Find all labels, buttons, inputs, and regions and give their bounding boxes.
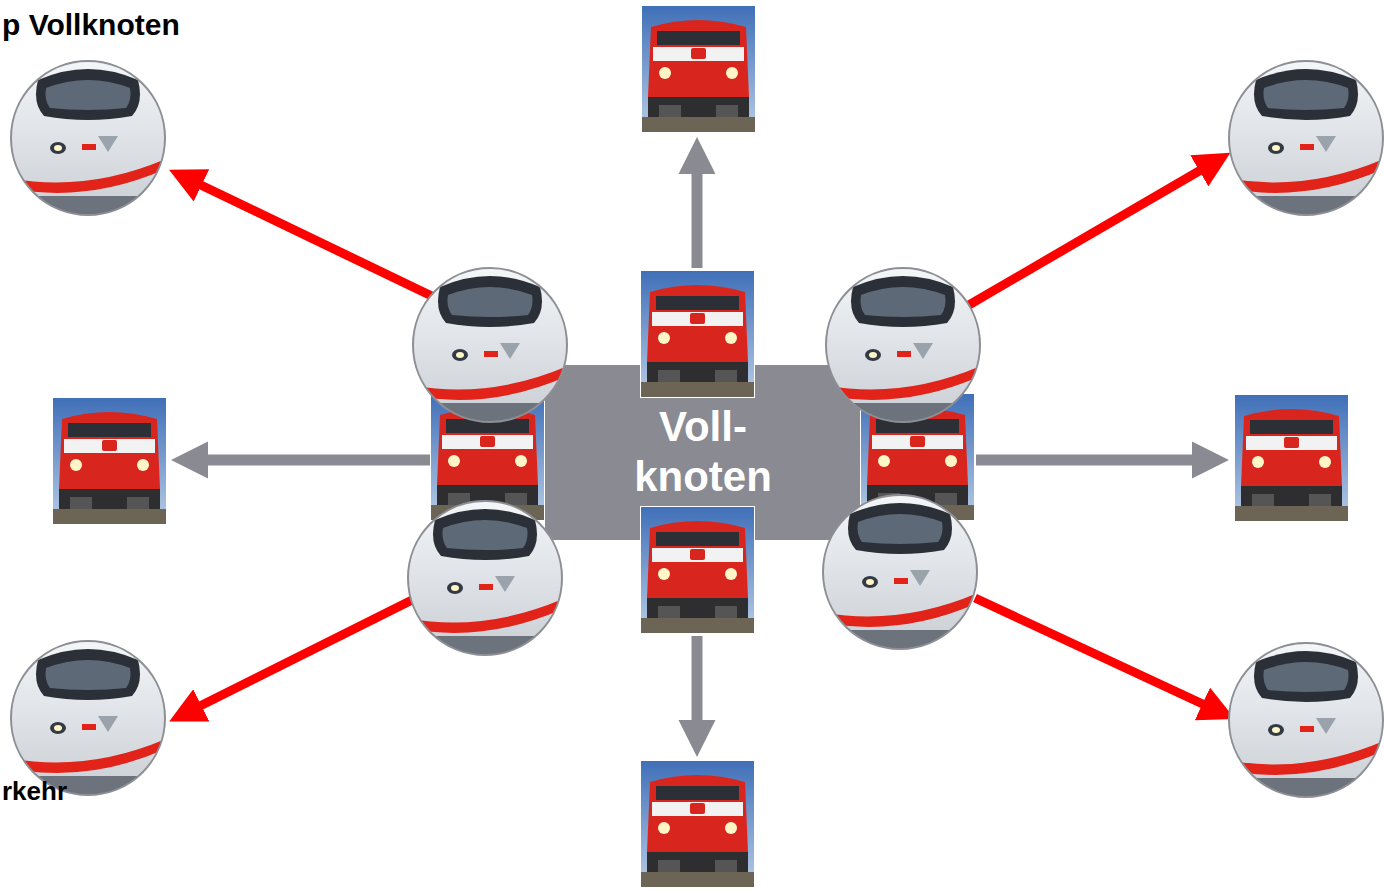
- hub-box: Voll- knoten: [598, 402, 808, 502]
- hub-label: Voll- knoten: [598, 402, 808, 502]
- caption-fragment: rkehr: [2, 776, 67, 807]
- slide-title: p Vollknoten: [2, 8, 180, 42]
